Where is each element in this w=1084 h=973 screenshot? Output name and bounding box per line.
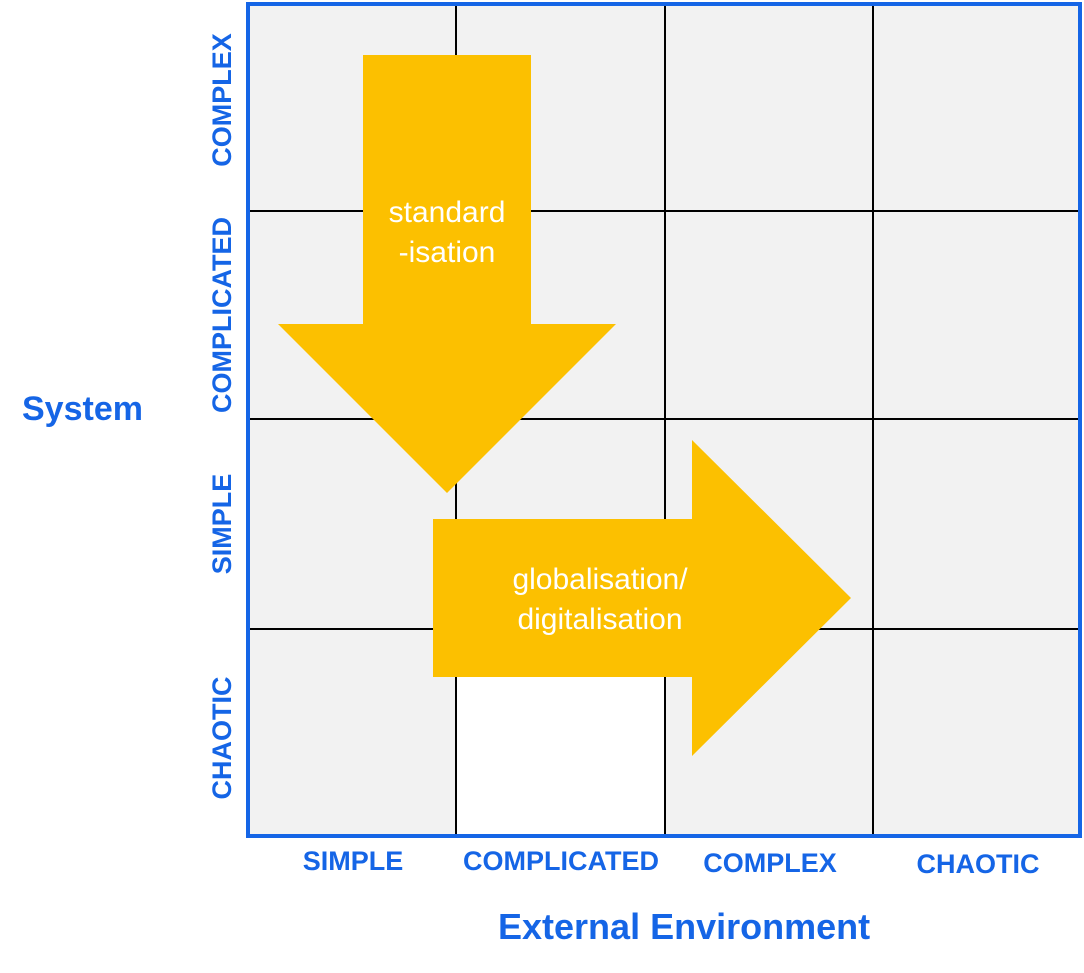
col-label-simple: SIMPLE — [302, 846, 404, 876]
matrix-cell-r2-c3 — [665, 211, 873, 419]
matrix-cell-r3-c4 — [873, 419, 1080, 629]
row-label-complex: COMPLEX — [207, 33, 237, 167]
row-label-complicated: COMPLICATED — [207, 217, 237, 413]
row-label-simple: SIMPLE — [207, 473, 237, 575]
col-label-complicated: COMPLICATED — [463, 846, 659, 876]
right-arrow-label-line2: digitalisation — [517, 603, 683, 636]
matrix-cell-r4-c4 — [873, 629, 1080, 836]
y-axis-title: System — [22, 390, 143, 428]
down-arrow-label-line2: -isation — [398, 236, 496, 269]
matrix-cell-r1-c3 — [665, 4, 873, 211]
row-label-chaotic: CHAOTIC — [207, 676, 237, 800]
down-arrow-shape — [278, 55, 616, 493]
matrix-cell-r4-c1 — [248, 629, 456, 836]
right-arrow-shape — [433, 440, 851, 756]
col-label-complex: COMPLEX — [703, 848, 837, 878]
right-arrow-label-line1: globalisation/ — [512, 563, 688, 596]
down-arrow-label-line1: standard — [388, 196, 506, 229]
down-arrow-label: standard -isation — [357, 193, 537, 273]
matrix-cell-r1-c4 — [873, 4, 1080, 211]
matrix-border — [246, 2, 1082, 838]
matrix-cell-r2-c4 — [873, 211, 1080, 419]
x-axis-title: External Environment — [498, 906, 871, 947]
right-arrow-label: globalisation/ digitalisation — [460, 560, 740, 640]
col-label-chaotic: CHAOTIC — [916, 849, 1040, 879]
